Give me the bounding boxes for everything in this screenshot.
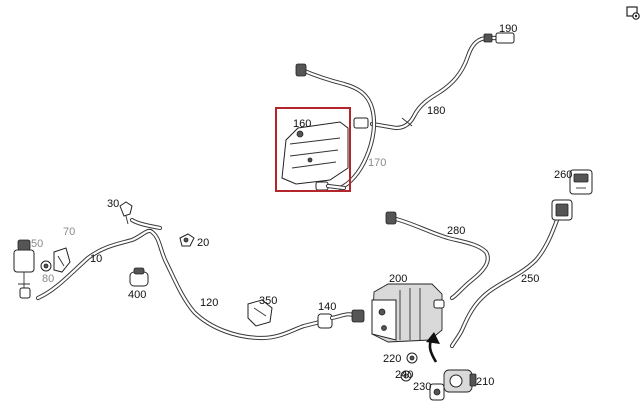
connector-140[interactable] [317, 309, 365, 329]
callout-280[interactable]: 280 [447, 225, 465, 237]
callout-10[interactable]: 10 [90, 253, 102, 265]
hose-250[interactable] [449, 199, 573, 349]
callout-80[interactable]: 80 [42, 273, 54, 285]
bracket-350[interactable] [247, 299, 273, 327]
callout-20[interactable]: 20 [197, 237, 209, 249]
valve-230[interactable] [429, 383, 445, 401]
callout-30[interactable]: 30 [107, 198, 119, 210]
callout-220[interactable]: 220 [383, 353, 401, 365]
callout-230[interactable]: 230 [413, 381, 431, 393]
callout-120[interactable]: 120 [200, 297, 218, 309]
assembly-arrow-head [426, 332, 440, 344]
grommet-400[interactable] [129, 267, 149, 287]
canister-160[interactable] [281, 121, 349, 191]
washer-240[interactable] [400, 370, 412, 382]
print-settings-icon[interactable] [626, 6, 640, 20]
highlight-box-160 [275, 107, 351, 192]
callout-260[interactable]: 260 [554, 169, 572, 181]
pump-210[interactable] [443, 369, 477, 393]
callout-240[interactable]: 240 [395, 369, 413, 381]
bolt-220[interactable] [406, 352, 418, 364]
callout-70[interactable]: 70 [63, 226, 75, 238]
callout-200[interactable]: 200 [389, 273, 407, 285]
valve-50[interactable] [13, 239, 35, 299]
clip-30[interactable] [119, 201, 133, 225]
callout-170[interactable]: 170 [368, 157, 386, 169]
callout-50[interactable]: 50 [31, 238, 43, 250]
callout-210[interactable]: 210 [476, 376, 494, 388]
filter-260[interactable] [569, 169, 593, 195]
callout-180[interactable]: 180 [427, 105, 445, 117]
clamp-80[interactable] [40, 260, 52, 272]
callout-350[interactable]: 350 [259, 295, 277, 307]
clip-20[interactable] [179, 233, 195, 247]
callout-160[interactable]: 160 [293, 118, 311, 130]
hose-10[interactable] [35, 217, 323, 341]
hose-upper-left[interactable] [295, 63, 377, 191]
pump-200[interactable] [371, 283, 445, 343]
bracket-70[interactable] [53, 247, 71, 273]
callout-140[interactable]: 140 [318, 301, 336, 313]
callout-400[interactable]: 400 [128, 289, 146, 301]
callout-190[interactable]: 190 [499, 23, 517, 35]
hose-280[interactable] [385, 211, 490, 301]
callout-250[interactable]: 250 [521, 273, 539, 285]
hose-180-190[interactable] [369, 32, 515, 131]
